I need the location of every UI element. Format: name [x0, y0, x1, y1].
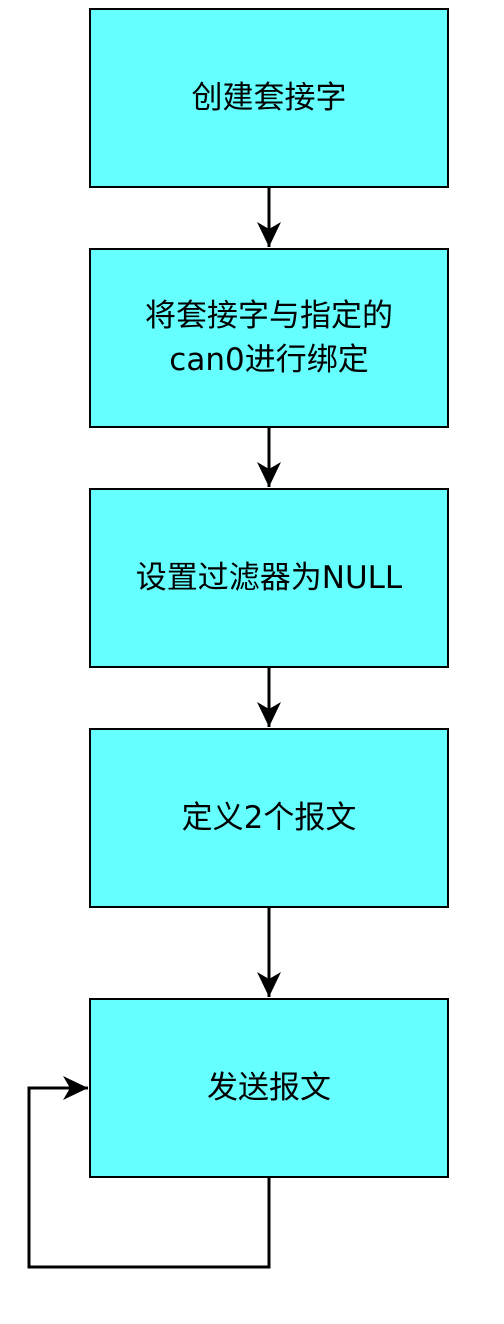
edge-bind-to-filter — [257, 428, 281, 487]
node-label: 创建套接字 — [191, 80, 347, 116]
flowchart-node-send-frames: 发送报文 — [89, 998, 449, 1178]
edge-filter-to-define — [257, 668, 281, 727]
edge-define-to-send — [257, 908, 281, 997]
flowchart-node-define-two-frames: 定义2个报文 — [89, 728, 449, 908]
node-label: 设置过滤器为NULL — [135, 560, 403, 596]
flowchart-node-bind-can0: 将套接字与指定的 can0进行绑定 — [89, 248, 449, 428]
flowchart-node-set-filter-null: 设置过滤器为NULL — [89, 488, 449, 668]
edge-send-loop — [27, 1076, 271, 1269]
edge-create-to-bind — [257, 188, 281, 247]
flowchart-node-create-socket: 创建套接字 — [89, 8, 449, 188]
node-label: 发送报文 — [207, 1070, 331, 1106]
node-label: 将套接字与指定的 can0进行绑定 — [145, 298, 393, 378]
node-label: 定义2个报文 — [181, 800, 357, 836]
